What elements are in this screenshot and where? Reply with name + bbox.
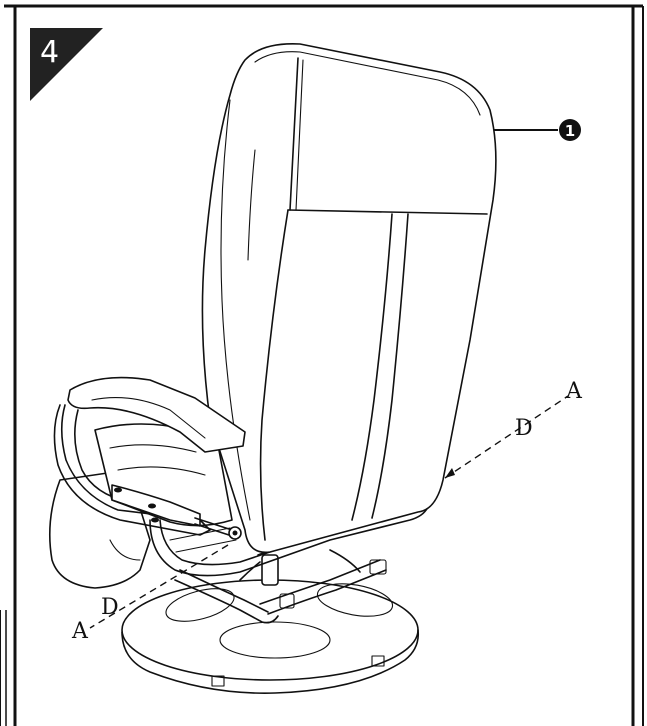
label-a-right: A xyxy=(565,379,583,404)
guide-right: A D xyxy=(444,379,583,479)
recliner-chair-illustration xyxy=(48,43,497,694)
swivel-base xyxy=(121,579,420,694)
step-number-badge: 4 xyxy=(30,28,103,101)
guide-left: A D xyxy=(71,544,229,644)
backrest xyxy=(201,43,497,554)
label-d-right: D xyxy=(515,416,533,441)
page-border xyxy=(0,4,644,726)
label-a-left: A xyxy=(71,619,89,644)
armrest xyxy=(53,376,246,540)
step-number: 4 xyxy=(40,35,59,70)
label-d-left: D xyxy=(101,595,119,620)
base-frame xyxy=(174,549,387,624)
callout-number: 1 xyxy=(565,122,575,140)
